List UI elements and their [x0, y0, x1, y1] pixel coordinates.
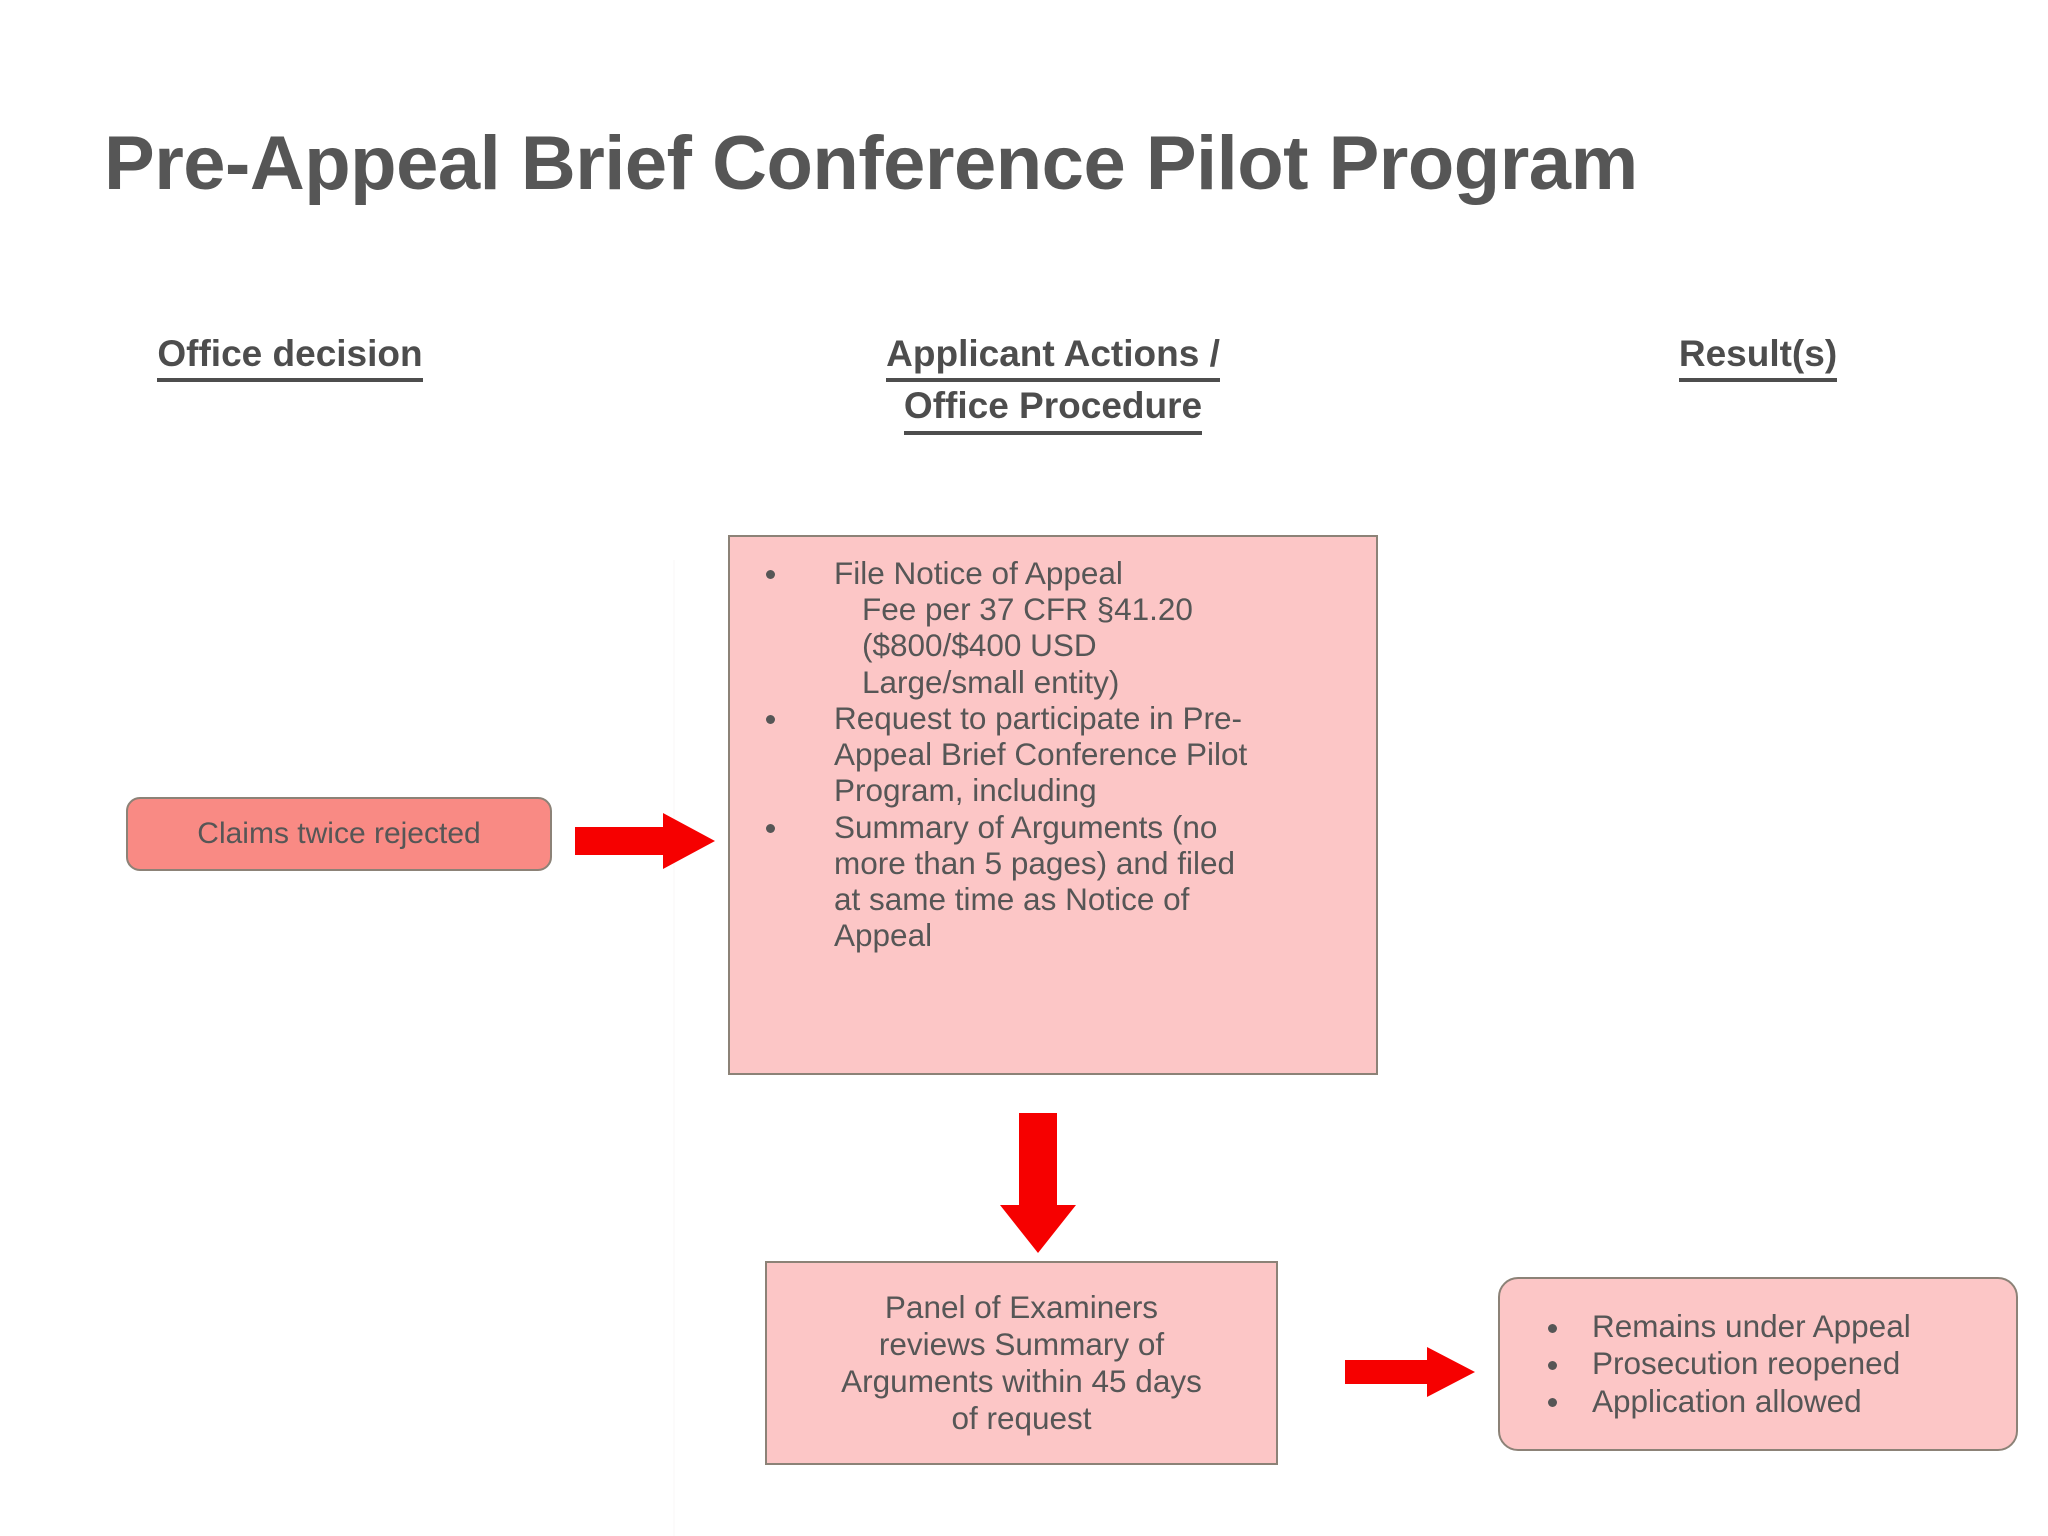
results-list: Remains under Appeal Prosecution reopene…: [1500, 1308, 1911, 1420]
column-header-applicant-actions-line2: Office Procedure: [903, 382, 1203, 435]
list-item: Prosecution reopened: [1530, 1345, 1911, 1382]
column-header-results: Result(s): [1498, 330, 2018, 383]
panel-line: of request: [951, 1400, 1092, 1437]
page-title: Pre-Appeal Brief Conference Pilot Progra…: [104, 120, 1638, 206]
node-claims-twice-rejected: Claims twice rejected: [126, 797, 552, 871]
bullet-main-text: Request to participate in Pre-: [834, 699, 1242, 736]
bullet-dot-icon: [766, 714, 775, 724]
list-item: Remains under Appeal: [1530, 1308, 1911, 1345]
bullet-cont-text: Program, including: [834, 772, 1097, 809]
column-header-office-decision-label: Office decision: [157, 330, 423, 383]
result-text: Application allowed: [1592, 1382, 1862, 1419]
bullet-cont-text: Appeal: [834, 917, 933, 954]
result-text: Prosecution reopened: [1592, 1345, 1901, 1382]
bullet-dot-icon: [766, 823, 775, 833]
panel-text-block: Panel of Examiners reviews Summary of Ar…: [841, 1289, 1202, 1438]
result-text: Remains under Appeal: [1592, 1307, 1911, 1344]
list-item: Request to participate in Pre- Appeal Br…: [744, 700, 1362, 809]
bullet-dot-icon: [1548, 1323, 1557, 1333]
node-applicant-actions: File Notice of Appeal Fee per 37 CFR §41…: [728, 535, 1378, 1075]
bullet-sub-text: ($800/$400 USD: [862, 627, 1097, 664]
arrow-right-icon-claims-to-actions: [575, 813, 715, 869]
arrow-right-icon-panel-to-results: [1345, 1347, 1475, 1397]
panel-line: Arguments within 45 days: [841, 1363, 1202, 1399]
bullet-cont-text: Appeal Brief Conference Pilot: [834, 736, 1248, 773]
node-panel-of-examiners: Panel of Examiners reviews Summary of Ar…: [765, 1261, 1278, 1465]
applicant-actions-list: File Notice of Appeal Fee per 37 CFR §41…: [744, 555, 1362, 953]
bullet-cont-text: at same time as Notice of: [834, 880, 1190, 917]
column-header-applicant-actions-line1: Applicant Actions /: [886, 330, 1220, 383]
column-header-office-decision: Office decision: [110, 330, 470, 383]
list-item: Application allowed: [1530, 1383, 1911, 1420]
list-item: Summary of Arguments (no more than 5 pag…: [744, 809, 1362, 954]
bullet-dot-icon: [1548, 1398, 1557, 1408]
panel-line: Panel of Examiners: [884, 1288, 1159, 1325]
bullet-main-text: Summary of Arguments (no: [834, 808, 1218, 845]
bullet-dot-icon: [1548, 1361, 1557, 1370]
column-header-applicant-actions: Applicant Actions / Office Procedure: [728, 330, 1378, 435]
arrow-down-icon-actions-to-panel: [1000, 1113, 1076, 1253]
bullet-cont-text: more than 5 pages) and filed: [834, 844, 1236, 881]
column-divider-line: [673, 560, 675, 1536]
node-results: Remains under Appeal Prosecution reopene…: [1498, 1277, 2018, 1451]
bullet-sub-text: Large/small entity): [862, 663, 1120, 700]
bullet-main-text: File Notice of Appeal: [834, 555, 1123, 591]
bullet-sub-text: Fee per 37 CFR §41.20: [862, 591, 1193, 628]
panel-line: reviews Summary of: [878, 1325, 1165, 1362]
bullet-dot-icon: [766, 570, 775, 580]
node-claims-twice-rejected-label: Claims twice rejected: [197, 817, 481, 850]
list-item: File Notice of Appeal Fee per 37 CFR §41…: [744, 555, 1362, 700]
column-header-results-label: Result(s): [1678, 330, 1838, 383]
